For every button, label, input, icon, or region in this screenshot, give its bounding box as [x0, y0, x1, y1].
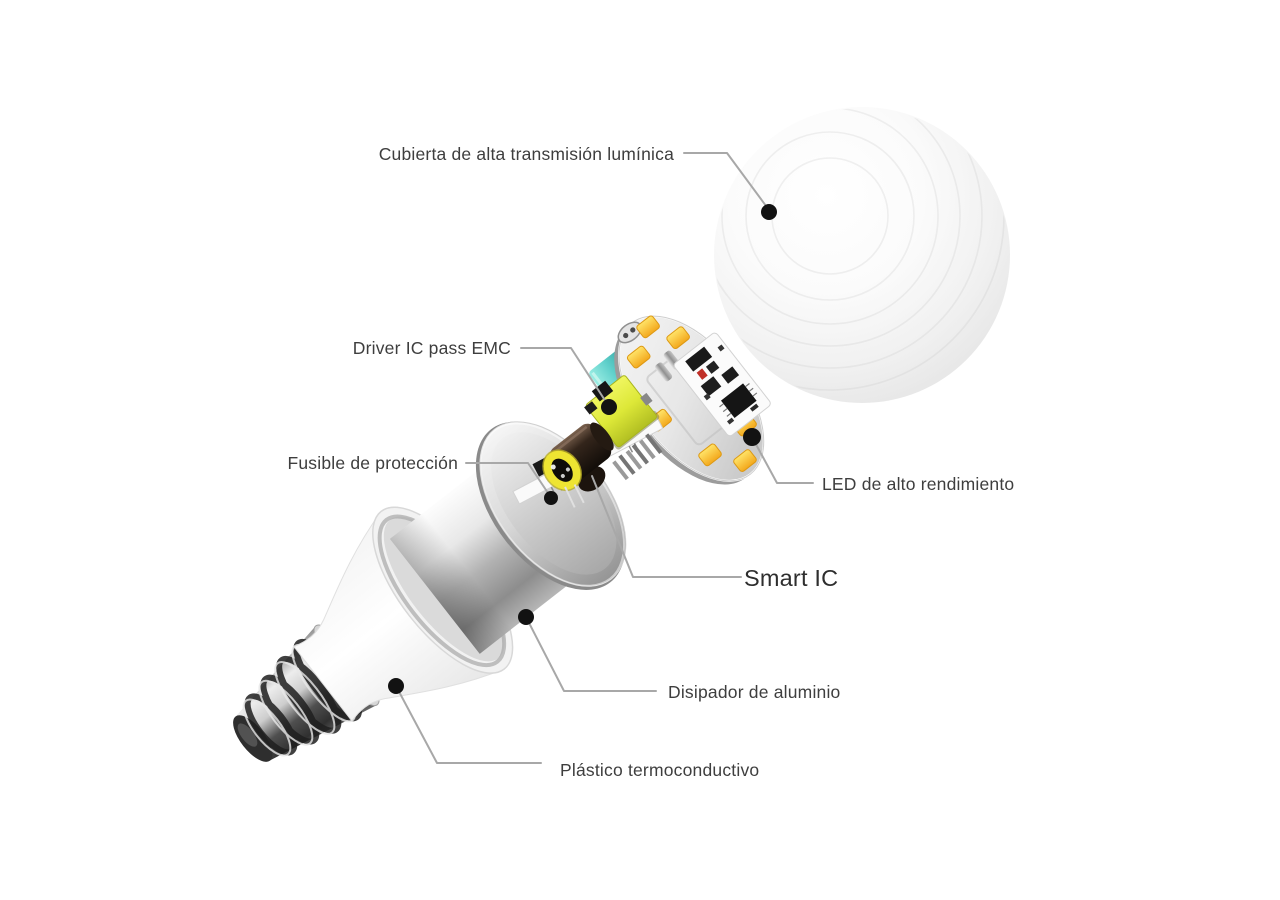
front-components [542, 375, 663, 508]
anchor-dot-plastic [388, 678, 404, 694]
leader-line-cover [683, 152, 770, 211]
leader-line-driver [520, 347, 609, 406]
labels: Cubierta de alta transmisión lumínica Dr… [287, 144, 1014, 780]
protection-fuse [542, 422, 614, 508]
leader-line-led [751, 436, 814, 484]
leader-line-fuse [465, 462, 551, 497]
smart-ic-pcb [673, 332, 771, 437]
leader-line-heatsink [525, 616, 657, 692]
anchor-dot-led [743, 428, 761, 446]
label-heatsink: Disipador de aluminio [668, 682, 840, 702]
leader-lines [395, 152, 814, 764]
label-smart-ic: Smart IC [744, 565, 838, 591]
bulb-cover-sphere [714, 107, 1010, 403]
main-ic-chip [720, 383, 757, 419]
label-driver-ic: Driver IC pass EMC [353, 338, 511, 358]
anchor-dots [388, 204, 777, 694]
heatsink-fins [612, 433, 663, 481]
leader-line-plastic [395, 685, 542, 764]
anchor-dot-cover [761, 204, 777, 220]
leader-line-smart-ic [591, 475, 742, 578]
red-component [696, 368, 708, 380]
label-plastic: Plástico termoconductivo [560, 760, 759, 780]
label-fuse: Fusible de protección [287, 453, 458, 473]
standoff-pin [655, 362, 673, 382]
label-led: LED de alto rendimiento [822, 474, 1014, 494]
led-board [614, 315, 765, 485]
board-stamp [617, 321, 642, 344]
anchor-dot-heatsink [518, 609, 534, 625]
anchor-dot-driver [601, 399, 617, 415]
anchor-dot-fuse [544, 491, 558, 505]
fuse-ring [543, 450, 581, 490]
label-cover: Cubierta de alta transmisión lumínica [379, 144, 674, 164]
